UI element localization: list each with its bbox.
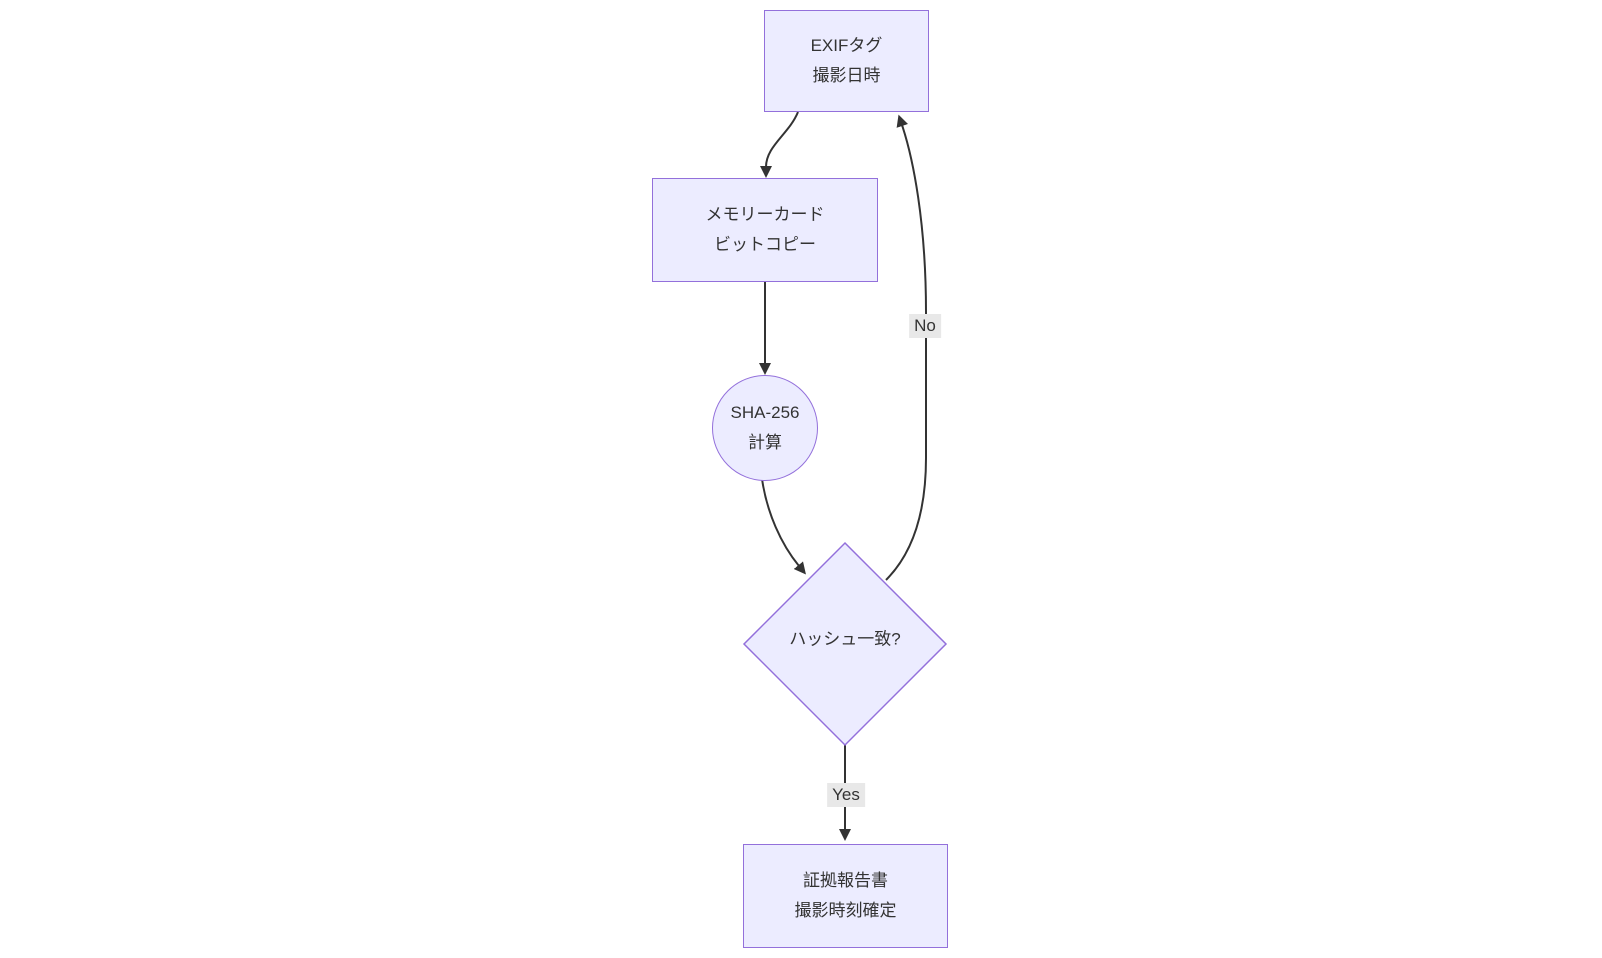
edge-sha256-to-decision (761, 478, 806, 575)
exif-node: EXIFタグ 撮影日時 (764, 10, 929, 112)
sha256-node: SHA-256 計算 (712, 375, 818, 481)
decision-node-label: ハッシュ一致? (789, 629, 901, 649)
bitcopy-node-label-line1: メモリーカード (705, 205, 825, 224)
bitcopy-node: メモリーカード ビットコピー (652, 178, 878, 282)
exif-node-label-line2: 撮影日時 (812, 66, 881, 85)
exif-node-label-line1: EXIFタグ (810, 36, 883, 55)
report-node-label-line2: 撮影時刻確定 (794, 901, 897, 920)
edge-decision-to-exif-no (885, 114, 927, 581)
sha256-node-label-line2: 計算 (748, 433, 782, 452)
no-edge-label: No (909, 314, 941, 338)
decision-node-shape (742, 541, 948, 747)
yes-edge-label: Yes (827, 783, 865, 807)
edge-exif-to-bitcopy (760, 111, 799, 178)
report-node: 証拠報告書 撮影時刻確定 (743, 844, 948, 948)
bitcopy-node-label-line2: ビットコピー (714, 235, 816, 254)
report-node-label-line1: 証拠報告書 (803, 871, 888, 890)
sha256-node-label-line1: SHA-256 (730, 403, 800, 422)
